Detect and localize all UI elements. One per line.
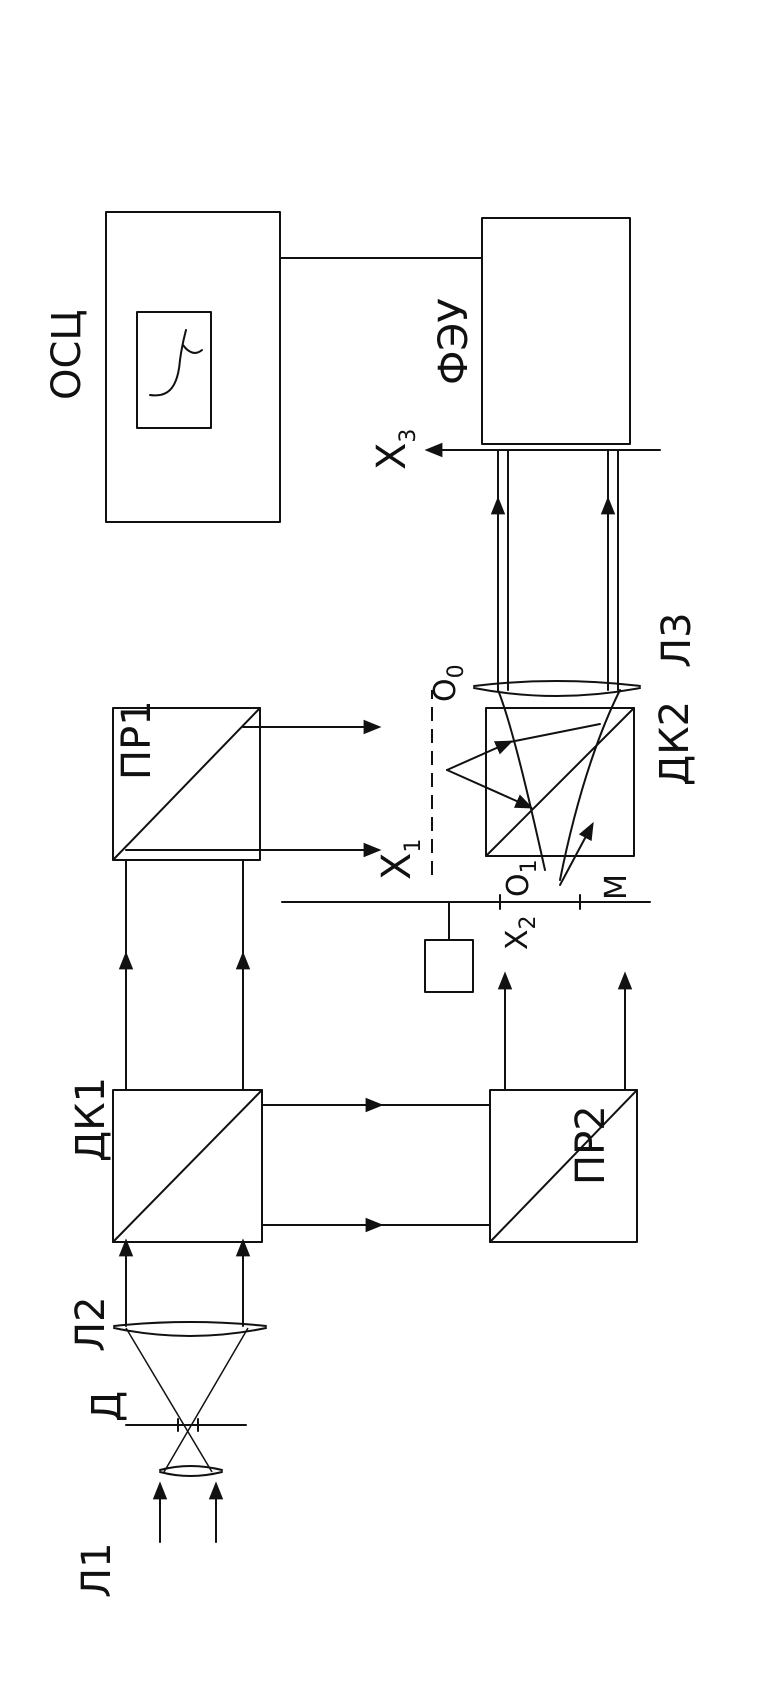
- rays-to-pmt: [490, 449, 619, 691]
- lens-l2: [113, 1321, 267, 1337]
- beam-splitter-dk2: [485, 707, 635, 857]
- prism-pr1: [112, 707, 261, 861]
- label-x1: X1: [374, 839, 426, 880]
- label-o0-sub: 0: [444, 664, 469, 678]
- label-m: М: [599, 874, 634, 900]
- label-pr2: ПР2: [568, 1105, 614, 1185]
- rays-dk1-pr1: [118, 859, 251, 1091]
- oscilloscope-screen: [136, 311, 212, 429]
- label-l1: Л1: [74, 1542, 120, 1598]
- oscilloscope-trace: [149, 329, 203, 397]
- input-rays: [118, 1238, 251, 1543]
- label-d: Д: [84, 1391, 130, 1422]
- label-dk1: ДК1: [68, 1077, 114, 1162]
- photomultiplier: [279, 217, 631, 445]
- label-x3-sub: 3: [396, 429, 421, 443]
- translation-stage: [424, 901, 474, 993]
- rays-pr2-up: [497, 971, 633, 1091]
- label-x3: X3: [369, 429, 421, 470]
- lens-l1: [159, 1465, 223, 1477]
- mirror-m: [281, 894, 651, 910]
- rays-dk2: [446, 689, 621, 886]
- oscilloscope: [105, 211, 281, 523]
- lens-l3: [473, 680, 641, 697]
- diaphragm-d: [125, 1418, 247, 1432]
- label-pr1: ПР1: [114, 700, 160, 780]
- prism-pr2: [489, 1089, 638, 1243]
- label-x2-sub: 2: [516, 915, 541, 929]
- rays-pr1-out: [125, 719, 382, 858]
- rays-dk1-pr2: [261, 1097, 491, 1233]
- label-o1: O1: [501, 859, 542, 897]
- label-dk2: ДК2: [652, 701, 698, 786]
- label-l2: Л2: [68, 1296, 114, 1352]
- label-osc: ОСЦ: [44, 310, 90, 400]
- beam-splitter-dk1: [112, 1089, 263, 1243]
- label-o0: O0: [428, 664, 469, 702]
- label-x2: X2: [500, 915, 541, 950]
- label-pmt: ФЭУ: [431, 298, 477, 385]
- label-l3: Л3: [654, 612, 700, 668]
- label-o1-sub: 1: [517, 859, 542, 873]
- label-x1-sub: 1: [401, 839, 426, 853]
